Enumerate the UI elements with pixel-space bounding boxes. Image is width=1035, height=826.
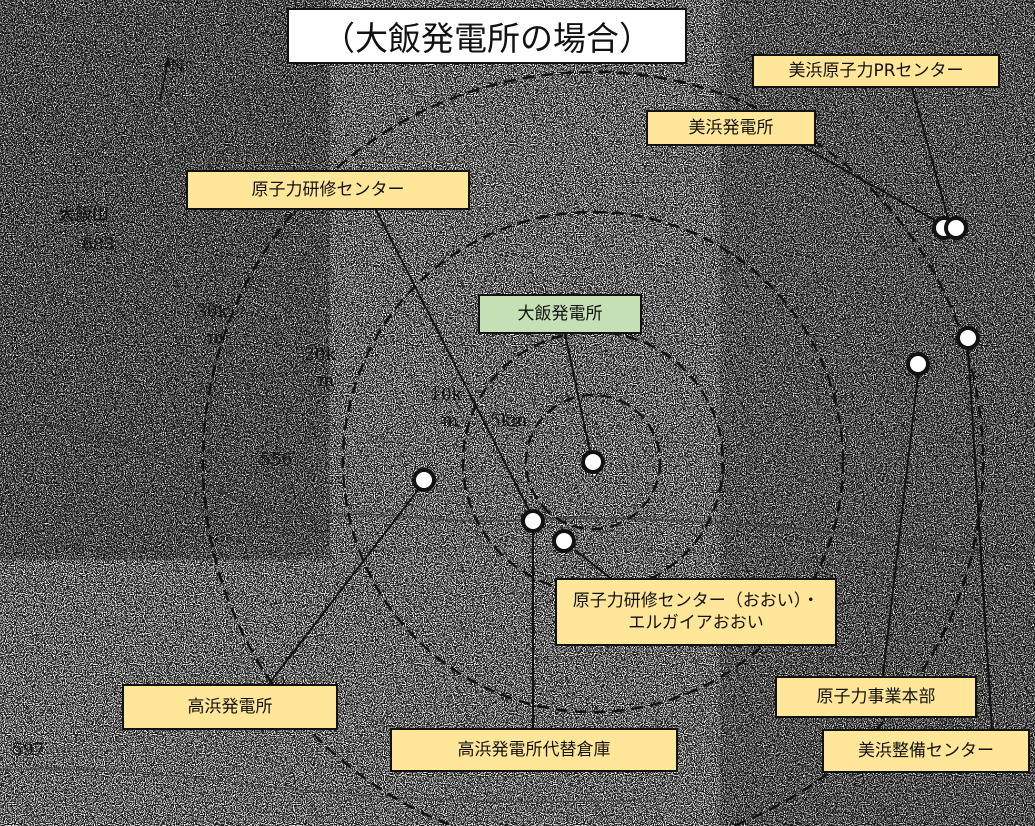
label-training-center: 原子力研修センター (186, 170, 470, 210)
label-mihama-pr-center: 美浜原子力PRセンター (752, 54, 1000, 88)
label-line: 原子力研修センター（おおい）・ (572, 591, 820, 611)
leader-mihama-maintenance (967, 347, 993, 731)
ring-label-10km: m (442, 411, 458, 431)
coastline (0, 423, 1035, 561)
marker-mihama-maintenance (956, 326, 980, 350)
ring-label-30km: 30k (196, 302, 229, 322)
road-line (0, 768, 641, 803)
leader-oi (564, 332, 591, 453)
terrain-texture (0, 0, 330, 560)
marker-training-center (521, 509, 545, 533)
label-mihama-plant: 美浜発電所 (646, 110, 816, 146)
ring-label-30km: m (208, 328, 224, 348)
marker-mihama-pr (944, 216, 968, 240)
elevation-label: 556 (260, 450, 292, 470)
ring-label-5km: 5km (490, 411, 527, 431)
ring-20km (341, 210, 845, 714)
marker-oi (581, 450, 605, 474)
road-line (0, 539, 1035, 581)
label-training-center-oi: 原子力研修センター（おおい）・ エルガイアおおい (555, 578, 837, 646)
ring-30km (201, 70, 985, 826)
elevation-label: 683 (82, 235, 114, 255)
leader-mihama-pr (911, 87, 949, 219)
place-label: 大飯山 (58, 205, 109, 225)
ring-5km (524, 393, 662, 531)
river-line (879, 299, 911, 661)
north-label: N (170, 57, 185, 77)
north-arrow-head (164, 56, 171, 68)
leader-mihama-plant (799, 144, 939, 223)
label-line: エルガイアおおい (628, 613, 764, 633)
leader-takahama-plant (267, 489, 419, 686)
marker-takahama-plant (412, 468, 436, 492)
ring-label-10km: 10k (430, 385, 463, 405)
elevation-label: 597 (12, 740, 44, 760)
ring-label-20km: 20k (304, 345, 337, 365)
leader-nuclear-hq (882, 374, 919, 677)
leader-training-center (374, 207, 531, 513)
label-mihama-maintenance: 美浜整備センター (822, 729, 1030, 773)
label-takahama-plant: 高浜発電所 (122, 684, 338, 730)
marker-training-oi (552, 529, 576, 553)
map-title: （大飯発電所の場合） (287, 8, 687, 64)
terrain-texture (720, 0, 1035, 826)
label-nuclear-hq: 原子力事業本部 (775, 676, 977, 718)
ring-label-20km: m (318, 371, 334, 391)
marker-nuclear-hq (906, 352, 930, 376)
label-takahama-warehouse: 高浜発電所代替倉庫 (390, 728, 678, 772)
label-oi-plant: 大飯発電所 (478, 294, 642, 334)
